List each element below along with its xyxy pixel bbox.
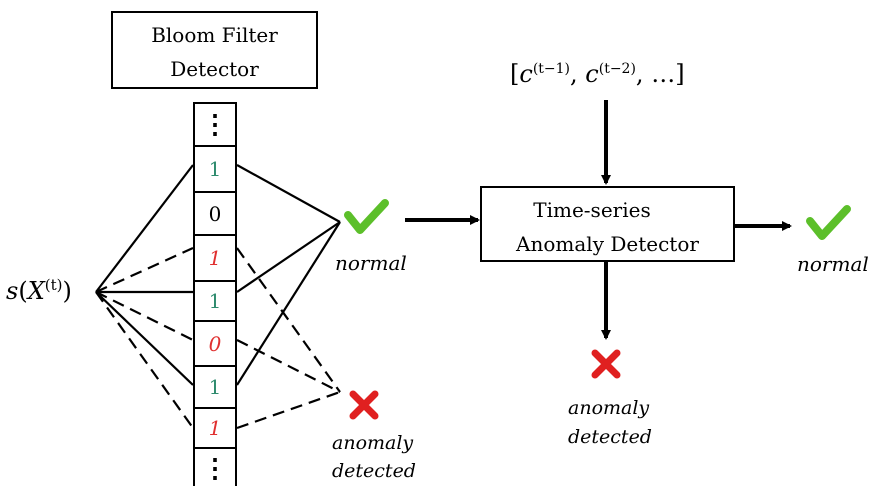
solid-link-cell-4-to-normal xyxy=(236,221,341,293)
bit-cell: 1 xyxy=(195,409,235,449)
ts-title-line1: Time-series xyxy=(533,198,651,222)
cross-icon xyxy=(349,390,379,420)
bit-cell: 1 xyxy=(195,147,235,193)
ts-title-line2: Anomaly Detector xyxy=(516,232,699,256)
bloom-filter-title-line1: Bloom Filter xyxy=(151,23,278,47)
bit-cell: 0 xyxy=(195,322,235,367)
ts-normal-label: normal xyxy=(797,252,869,276)
check-icon xyxy=(344,199,389,234)
bit-cell: 1 xyxy=(195,236,235,282)
dashed-link-s-to-cell-7 xyxy=(95,291,194,429)
dashed-link-s-to-cell-5 xyxy=(95,291,194,341)
solid-link-s-to-cell-1 xyxy=(95,164,194,293)
solid-link-cell-6-to-normal xyxy=(236,221,341,386)
check-icon xyxy=(806,205,851,240)
bit-cell: 1 xyxy=(195,367,235,409)
dashed-link-cell-3-to-anomaly xyxy=(236,247,341,393)
signature-label: s(X(t)) xyxy=(6,276,72,305)
solid-link-cell-1-to-normal xyxy=(236,164,341,223)
bloom-filter-title-line2: Detector xyxy=(170,57,259,81)
dashed-link-cell-7-to-anomaly xyxy=(236,390,341,430)
bloom-anomaly-label-line2: detected xyxy=(332,460,416,482)
cross-icon xyxy=(591,349,621,379)
history-input-label: [c(t−1), c(t−2), …] xyxy=(510,60,685,88)
dashed-link-cell-5-to-anomaly xyxy=(236,339,341,393)
ts-anomaly-label-line1: anomaly xyxy=(568,397,650,419)
dashed-link-s-to-cell-3 xyxy=(95,246,194,294)
bloom-normal-label: normal xyxy=(335,251,407,275)
bloom-filter-detector-box: Bloom Filter Detector xyxy=(111,11,318,89)
solid-link-s-to-cell-6 xyxy=(95,291,194,386)
bit-cell-ellipsis: ⋮ xyxy=(202,453,228,484)
bit-cell: 1 xyxy=(195,282,235,322)
ts-anomaly-label-line2: detected xyxy=(568,426,652,448)
time-series-detector-box: Time-series Anomaly Detector xyxy=(480,186,735,262)
bit-cell-ellipsis: ⋮ xyxy=(195,104,235,147)
bit-cell: 0 xyxy=(195,193,235,236)
bloom-anomaly-label-line1: anomaly xyxy=(332,432,414,454)
